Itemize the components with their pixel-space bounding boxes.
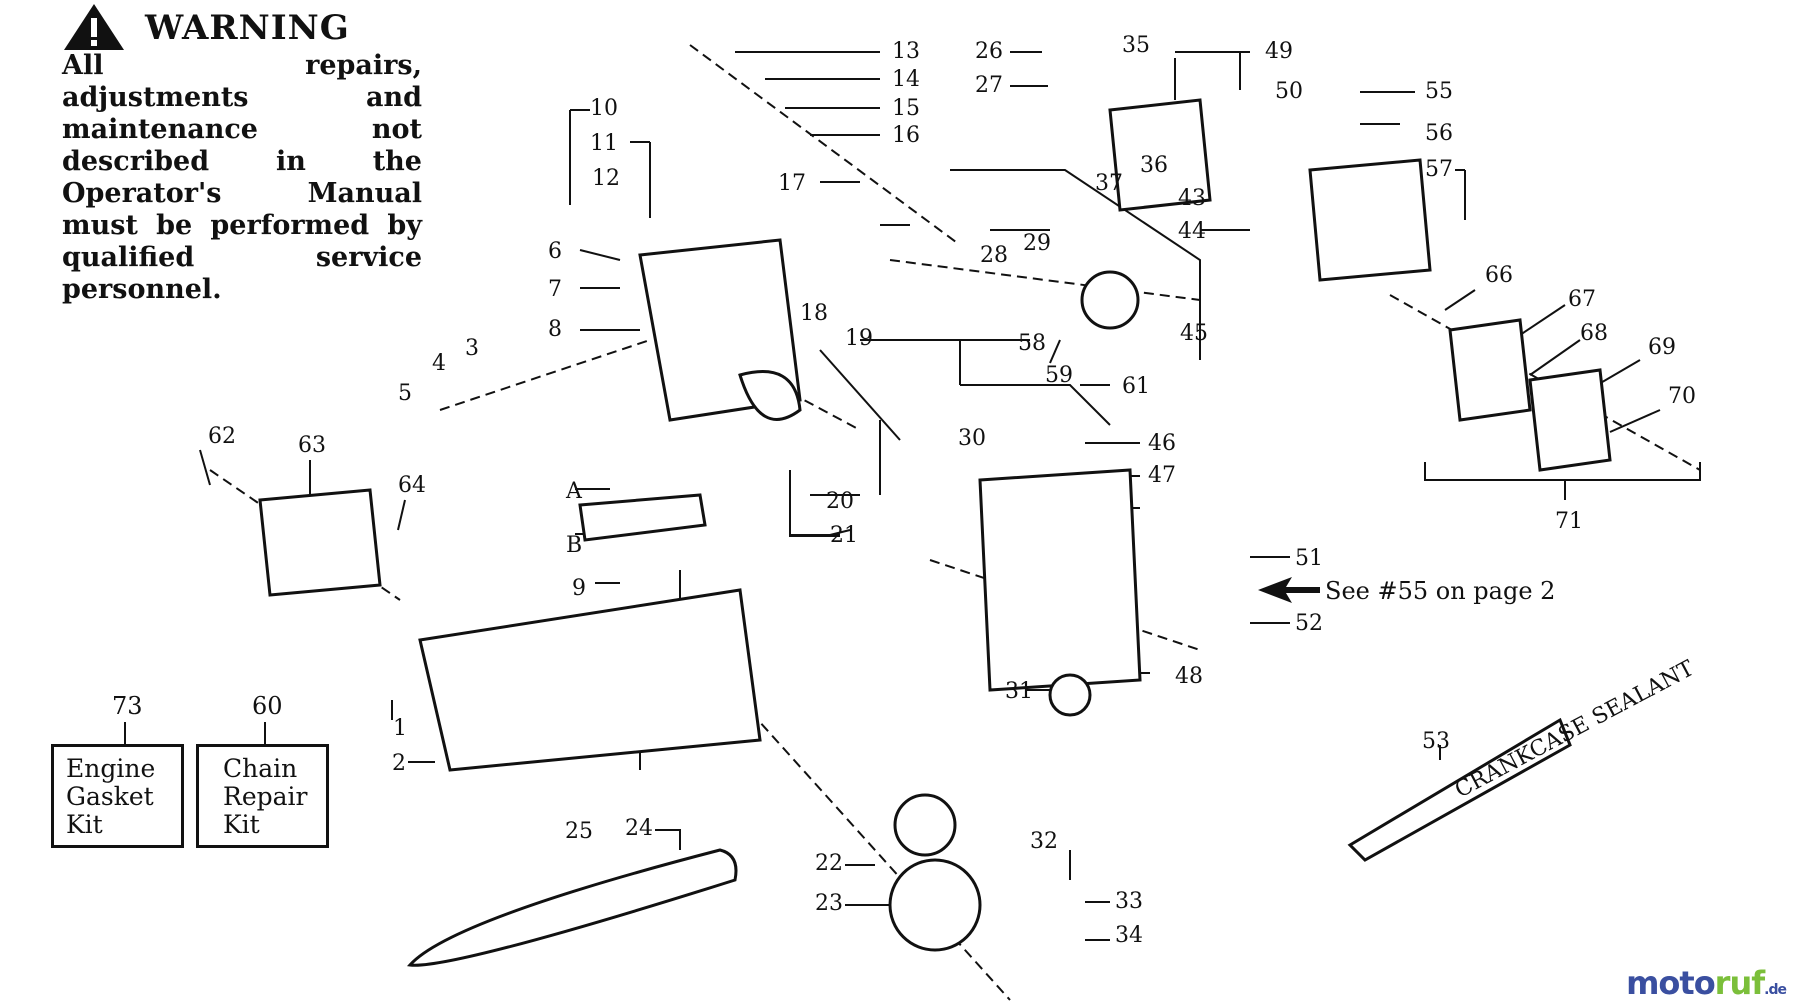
callout-43: 43 bbox=[1178, 186, 1206, 211]
see-note: See #55 on page 2 bbox=[1325, 577, 1556, 605]
callout-5: 5 bbox=[398, 381, 412, 406]
callout-17: 17 bbox=[778, 171, 806, 196]
callout-20: 20 bbox=[826, 489, 854, 514]
callout-4: 4 bbox=[432, 351, 446, 376]
kit-number: 60 bbox=[252, 692, 283, 720]
callout-19: 19 bbox=[845, 326, 873, 351]
callout-16: 16 bbox=[892, 123, 920, 148]
callout-36: 36 bbox=[1140, 153, 1168, 178]
callout-48: 48 bbox=[1175, 664, 1203, 689]
kit-line: Repair bbox=[223, 782, 308, 811]
kit-line: Kit bbox=[66, 810, 103, 839]
callout-25: 25 bbox=[565, 819, 593, 844]
callout-34: 34 bbox=[1115, 923, 1143, 948]
callout-69: 69 bbox=[1648, 335, 1676, 360]
kit-line: Kit bbox=[223, 810, 260, 839]
kit-line: Gasket bbox=[66, 782, 154, 811]
callout-30: 30 bbox=[958, 426, 986, 451]
callout-7: 7 bbox=[548, 277, 562, 302]
callout-46: 46 bbox=[1148, 431, 1176, 456]
callout-18: 18 bbox=[800, 301, 828, 326]
callout-47: 47 bbox=[1148, 463, 1176, 488]
kit-number: 73 bbox=[112, 692, 143, 720]
callout-33: 33 bbox=[1115, 889, 1143, 914]
callout-2: 2 bbox=[392, 751, 406, 776]
callout-52: 52 bbox=[1295, 611, 1323, 636]
callout-24: 24 bbox=[625, 816, 653, 841]
warning-title: WARNING bbox=[145, 8, 350, 48]
tube-label: CRANKCASE SEALANT bbox=[1451, 656, 1698, 803]
callout-6: 6 bbox=[548, 239, 562, 264]
callout-68: 68 bbox=[1580, 321, 1608, 346]
callout-1: 1 bbox=[393, 716, 407, 741]
callout-29: 29 bbox=[1023, 231, 1051, 256]
callout-14: 14 bbox=[892, 67, 920, 92]
callout-71: 71 bbox=[1555, 509, 1583, 534]
callout-59: 59 bbox=[1045, 363, 1073, 388]
callout-21: 21 bbox=[830, 523, 858, 548]
chain-repair-kit-box: Chain Repair Kit bbox=[196, 744, 329, 848]
label-b: B bbox=[566, 533, 582, 558]
callout-26: 26 bbox=[975, 39, 1003, 64]
label-a: A bbox=[565, 479, 583, 504]
callout-63: 63 bbox=[298, 433, 326, 458]
callout-70: 70 bbox=[1668, 384, 1696, 409]
callout-57: 57 bbox=[1425, 157, 1453, 182]
engine-gasket-kit-box: Engine Gasket Kit bbox=[51, 744, 184, 848]
brand-logo: motoruf.de bbox=[1626, 964, 1787, 1002]
callout-31: 31 bbox=[1005, 679, 1033, 704]
callout-61: 61 bbox=[1122, 374, 1150, 399]
callout-15: 15 bbox=[892, 96, 920, 121]
callout-12: 12 bbox=[592, 166, 620, 191]
callout-11: 11 bbox=[590, 131, 618, 156]
callout-56: 56 bbox=[1425, 121, 1453, 146]
warning-text: All repairs, adjustments and maintenance… bbox=[62, 50, 422, 305]
callout-27: 27 bbox=[975, 73, 1003, 98]
callout-9: 9 bbox=[572, 576, 586, 601]
callout-45: 45 bbox=[1180, 321, 1208, 346]
callout-28: 28 bbox=[980, 243, 1008, 268]
callout-58: 58 bbox=[1018, 331, 1046, 356]
callout-23: 23 bbox=[815, 891, 843, 916]
callout-3: 3 bbox=[465, 336, 479, 361]
centerlines bbox=[209, 44, 1701, 1001]
callout-64: 64 bbox=[398, 473, 426, 498]
part-shapes bbox=[258, 98, 1612, 967]
arrow-left-icon bbox=[1258, 577, 1320, 603]
kit-leader bbox=[264, 722, 266, 744]
callout-8: 8 bbox=[548, 317, 562, 342]
warning-triangle-icon bbox=[64, 4, 124, 50]
callout-32: 32 bbox=[1030, 829, 1058, 854]
kit-leader bbox=[124, 722, 126, 744]
callout-49: 49 bbox=[1265, 39, 1293, 64]
callout-37: 37 bbox=[1095, 171, 1123, 196]
callout-66: 66 bbox=[1485, 263, 1513, 288]
kit-line: Engine bbox=[66, 754, 156, 783]
callout-22: 22 bbox=[815, 851, 843, 876]
callout-10: 10 bbox=[590, 96, 618, 121]
callout-62: 62 bbox=[208, 424, 236, 449]
callout-35: 35 bbox=[1122, 33, 1150, 58]
callout-13: 13 bbox=[892, 39, 920, 64]
callout-55: 55 bbox=[1425, 79, 1453, 104]
callout-51: 51 bbox=[1295, 546, 1323, 571]
kit-line: Chain bbox=[223, 754, 298, 783]
callout-44: 44 bbox=[1178, 219, 1206, 244]
callout-50: 50 bbox=[1275, 79, 1303, 104]
callout-67: 67 bbox=[1568, 287, 1596, 312]
callout-53: 53 bbox=[1422, 729, 1450, 754]
